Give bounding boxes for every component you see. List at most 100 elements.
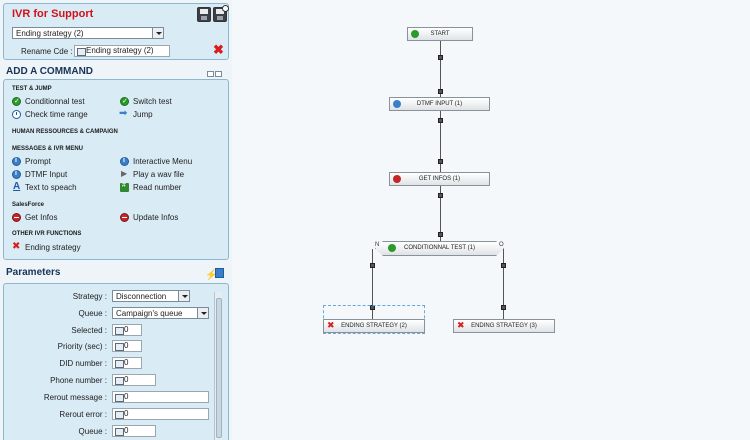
port[interactable] xyxy=(438,118,443,123)
delete-icon[interactable]: ✖ xyxy=(213,42,224,57)
node-label: CONDITIONNAL TEST (1) xyxy=(404,245,475,251)
check-circle-icon xyxy=(120,97,129,106)
phone-field[interactable]: 0 xyxy=(112,374,156,386)
number-icon xyxy=(120,182,129,192)
play-icon xyxy=(120,169,129,179)
rerout-message-label: Rerout message : xyxy=(43,393,107,402)
cmd-label: Read number xyxy=(133,183,182,192)
text-icon xyxy=(12,181,21,192)
rerout-message-field[interactable]: 0 xyxy=(112,391,209,403)
connector xyxy=(440,41,441,97)
port[interactable] xyxy=(438,232,443,237)
did-label: DID number : xyxy=(59,359,107,368)
save-icon[interactable] xyxy=(197,7,211,22)
close-icon xyxy=(457,319,465,331)
ivr-title: IVR for Support xyxy=(12,8,94,20)
clock-icon xyxy=(12,110,21,119)
rerout-error-field[interactable]: 0 xyxy=(112,408,209,420)
ivr-select[interactable]: Ending strategy (2) xyxy=(12,27,164,39)
ivr-select-value: Ending strategy (2) xyxy=(16,29,84,38)
strategy-label: Strategy : xyxy=(72,292,107,301)
category-test-jump: TEST & JUMP xyxy=(12,86,52,92)
cmd-label: Prompt xyxy=(25,157,51,166)
connector xyxy=(440,111,441,172)
save-icon[interactable] xyxy=(215,268,224,278)
queue-select[interactable]: Campaign's queue xyxy=(112,307,209,319)
queue-label: Queue : xyxy=(78,309,107,318)
info-icon xyxy=(12,170,21,179)
cmd-label: Update Infos xyxy=(133,213,179,222)
close-icon xyxy=(12,241,21,252)
cmd-label: Conditionnal test xyxy=(25,97,85,106)
node-get-infos[interactable]: GET INFOS (1) xyxy=(389,172,490,186)
node-ending-strategy-2[interactable]: ENDING STRATEGY (2) xyxy=(323,319,425,333)
phone-label: Phone number : xyxy=(50,376,107,385)
arrow-right-icon xyxy=(119,108,129,119)
connector xyxy=(503,249,504,319)
selected-label: Selected : xyxy=(71,326,107,335)
node-label: GET INFOS (1) xyxy=(418,176,461,182)
chevron-down-icon[interactable] xyxy=(152,28,163,38)
rename-field[interactable]: Ending strategy (2) xyxy=(74,45,170,57)
node-label: ENDING STRATEGY (3) xyxy=(471,323,537,329)
add-command-window-buttons xyxy=(206,70,222,79)
node-conditional-test[interactable]: CONDITIONNAL TEST (1) xyxy=(375,241,504,256)
maximize-icon[interactable] xyxy=(215,71,222,77)
node-label: ENDING STRATEGY (2) xyxy=(341,323,407,329)
connector xyxy=(440,186,441,241)
did-field[interactable]: 0 xyxy=(112,357,142,369)
minus-circle-icon xyxy=(393,175,401,183)
cmd-label: Interactive Menu xyxy=(133,157,193,166)
queue2-label: Queue : xyxy=(78,427,107,436)
parameters-box: Strategy : Disconnection Queue : Campaig… xyxy=(3,283,229,440)
selected-field[interactable]: 0 xyxy=(112,324,142,336)
start-icon xyxy=(411,30,419,38)
parameters-toolbar: ⚡ xyxy=(204,268,224,281)
cmd-label: Switch test xyxy=(133,97,172,106)
cmd-label: Ending strategy xyxy=(25,243,81,252)
cmd-label: Check time range xyxy=(25,110,88,119)
scrollbar-thumb[interactable] xyxy=(216,298,222,438)
strategy-select[interactable]: Disconnection xyxy=(112,290,190,302)
parameters-scrollbar[interactable] xyxy=(214,292,222,440)
cmd-label: Jump xyxy=(133,110,153,119)
strategy-value: Disconnection xyxy=(116,292,167,301)
save-as-icon[interactable] xyxy=(213,5,229,22)
cmd-label: Play a wav file xyxy=(133,170,185,179)
flow-canvas[interactable]: START DTMF INPUT (1) GET INFOS (1) CONDI… xyxy=(232,0,750,440)
node-start[interactable]: START xyxy=(407,27,473,41)
port[interactable] xyxy=(501,263,506,268)
check-circle-icon xyxy=(388,244,396,252)
check-circle-icon xyxy=(12,97,21,106)
category-salesforce: SalesForce xyxy=(12,202,45,208)
branch-yes-label: O xyxy=(499,242,504,248)
parameters-title: Parameters xyxy=(6,267,61,278)
port[interactable] xyxy=(370,263,375,268)
category-hr-campaign: HUMAN RESSOURCES & CAMPAIGN xyxy=(12,129,118,135)
chevron-down-icon[interactable] xyxy=(197,308,208,318)
port[interactable] xyxy=(438,55,443,60)
ivr-header-box: IVR for Support Ending strategy (2) Rena… xyxy=(3,3,229,60)
close-icon xyxy=(327,319,335,331)
priority-field[interactable]: 0 xyxy=(112,340,142,352)
minus-circle-icon xyxy=(12,213,21,222)
port[interactable] xyxy=(501,305,506,310)
node-dtmf-input[interactable]: DTMF INPUT (1) xyxy=(389,97,490,111)
branch-no-label: N xyxy=(375,242,380,248)
queue2-field[interactable]: 0 xyxy=(112,425,156,437)
info-icon xyxy=(12,157,21,166)
chevron-down-icon[interactable] xyxy=(178,291,189,301)
port[interactable] xyxy=(438,193,443,198)
add-command-title: ADD A COMMAND xyxy=(6,66,94,77)
port[interactable] xyxy=(438,89,443,94)
port[interactable] xyxy=(438,159,443,164)
connector xyxy=(372,249,373,319)
minimize-icon[interactable] xyxy=(207,71,214,77)
lightning-icon[interactable]: ⚡ xyxy=(205,270,218,281)
info-icon xyxy=(393,100,401,108)
left-panel: IVR for Support Ending strategy (2) Rena… xyxy=(0,0,232,440)
minus-circle-icon xyxy=(120,213,129,222)
node-ending-strategy-3[interactable]: ENDING STRATEGY (3) xyxy=(453,319,555,333)
node-label: START xyxy=(430,31,450,37)
info-icon xyxy=(120,157,129,166)
